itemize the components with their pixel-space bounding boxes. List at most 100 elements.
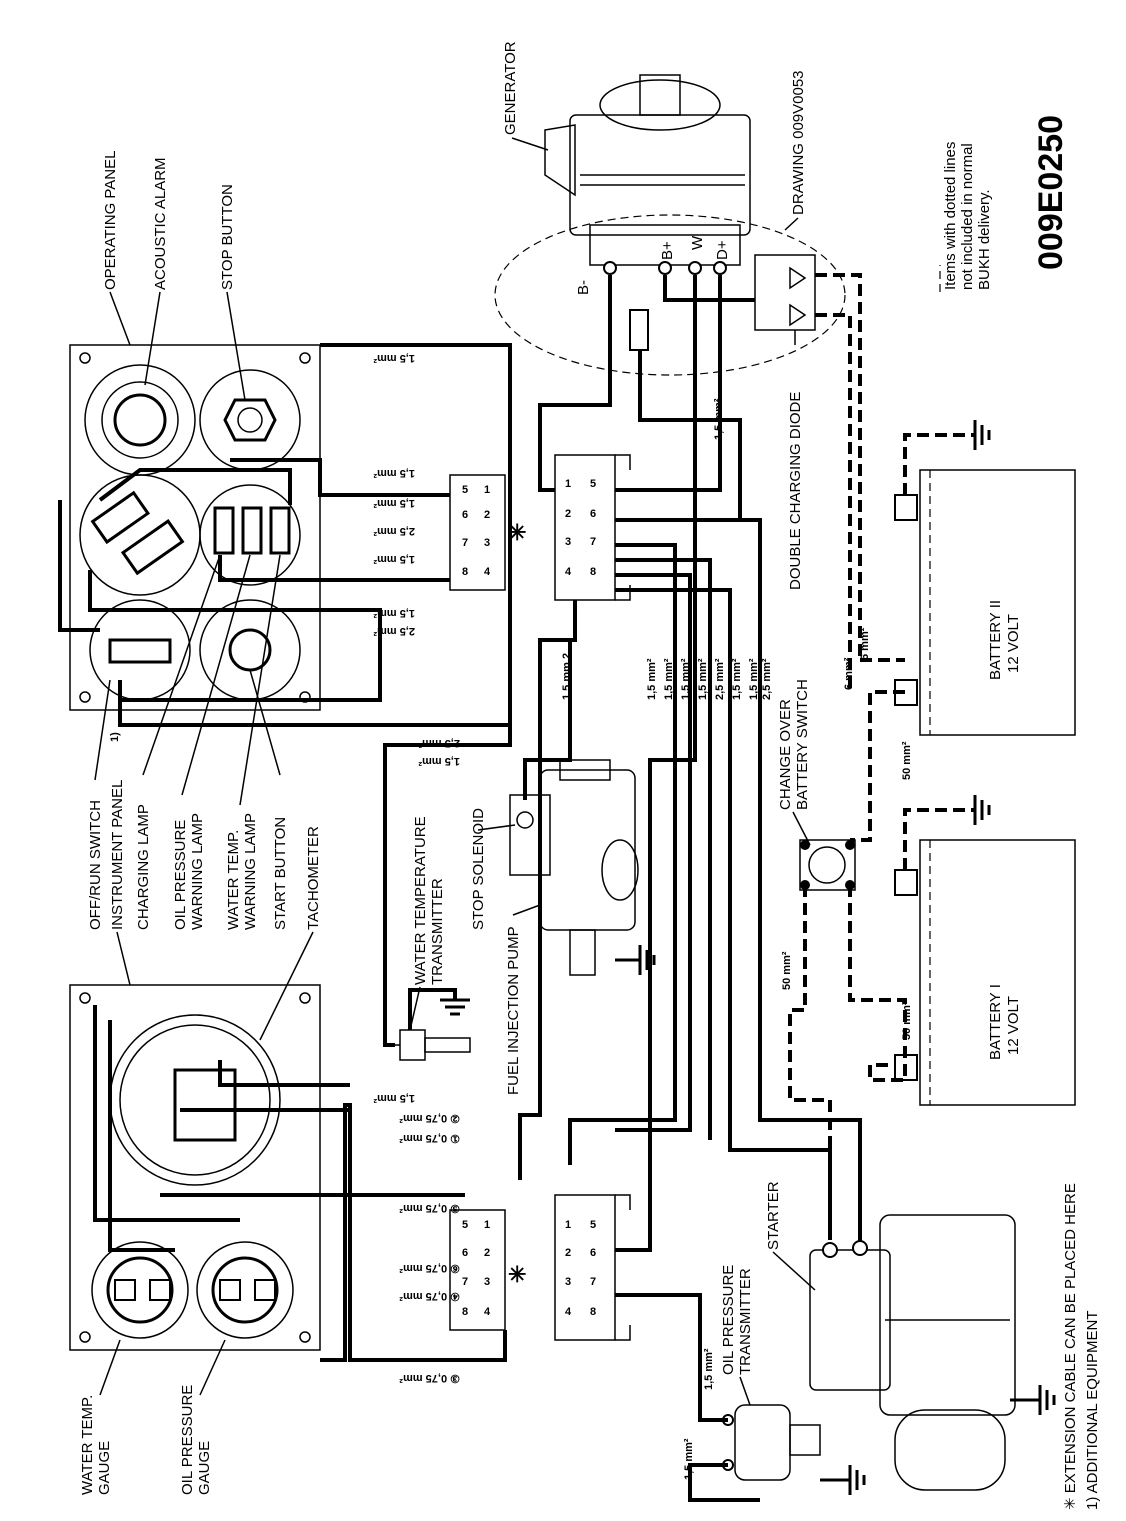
label-tachometer: TACHOMETER	[305, 826, 322, 930]
svg-text:B-: B-	[575, 280, 592, 295]
fuel-injection-pump	[509, 759, 639, 976]
wire-battery1-ground	[903, 808, 975, 870]
diagram-labels: OPERATING PANEL ACOUSTIC ALARM STOP BUTT…	[79, 41, 1101, 1510]
extension-marker-lower: ✳	[508, 1262, 526, 1287]
svg-text:2,5 mm²: 2,5 mm²	[714, 658, 726, 700]
svg-text:② 0,75 mm²: ② 0,75 mm²	[399, 1112, 460, 1124]
wire-lower-return	[320, 1103, 507, 1362]
ground-icon	[615, 945, 656, 975]
svg-text:1,5 mm²: 1,5 mm²	[731, 658, 743, 700]
generator-optional-outline	[494, 214, 846, 376]
label-operating-panel: OPERATING PANEL	[102, 151, 119, 290]
svg-text:⑥ 0,75 mm²: ⑥ 0,75 mm²	[399, 1262, 460, 1274]
change-over-battery-switch	[799, 839, 856, 891]
svg-text:BATTERY II: BATTERY II	[987, 600, 1004, 680]
svg-text:2: 2	[484, 1247, 490, 1259]
label-generator: GENERATOR	[502, 41, 519, 135]
svg-text:3: 3	[565, 536, 571, 548]
resistor-icon	[629, 309, 649, 351]
wire-diode-battery2b	[815, 313, 852, 690]
svg-text:1,5 mm²: 1,5 mm²	[373, 1092, 415, 1104]
svg-text:1,5 mm²: 1,5 mm²	[697, 658, 709, 700]
svg-text:5: 5	[590, 478, 596, 490]
svg-text:2,5 mm²: 2,5 mm²	[373, 525, 415, 537]
connector-upper-engine: 1 5 2 6 3 7 4 8	[554, 454, 631, 601]
label-oil-pressure-lamp-1: OIL PRESSURE	[172, 820, 189, 930]
label-water-temp-lamp-1: WATER TEMP.	[225, 830, 242, 930]
label-stop-button: STOP BUTTON	[219, 184, 236, 290]
label-oil-pressure-lamp-2: WARNING LAMP	[189, 813, 206, 930]
label-oil-pressure-gauge-2: GAUGE	[196, 1441, 213, 1495]
wire-switch-starter	[788, 885, 832, 1240]
svg-text:7: 7	[590, 1276, 596, 1288]
svg-text:6 mm²: 6 mm²	[843, 657, 855, 690]
ground-icon	[1010, 1385, 1056, 1415]
wire-wtt	[383, 725, 512, 1047]
svg-text:1,5 mm²: 1,5 mm²	[373, 467, 415, 479]
wire-opt-ground	[688, 1463, 760, 1502]
label-off-run-switch: OFF/RUN SWITCH	[87, 800, 104, 930]
svg-text:1,5 mm²: 1,5 mm²	[373, 352, 415, 364]
svg-text:③ 0,75 mm²: ③ 0,75 mm²	[399, 1372, 460, 1384]
svg-text:1,5 mm²: 1,5 mm²	[373, 607, 415, 619]
label-oil-pressure-gauge-1: OIL PRESSURE	[179, 1385, 196, 1495]
svg-text:2: 2	[565, 508, 571, 520]
svg-text:1,5 mm²: 1,5 mm²	[703, 1348, 715, 1390]
footnote-extension-cable: ✳ EXTENSION CABLE CAN BE PLACED HERE	[1062, 1183, 1079, 1510]
upper-wire-labels: 1,5 mm² 1,5 mm² 1,5 mm² 2,5 mm² 1,5 mm² …	[373, 352, 460, 767]
wire-opt	[615, 1293, 728, 1422]
connector-upper-panel: 5 1 6 2 7 3 8 4	[449, 474, 506, 591]
svg-text:1,5 mm²: 1,5 mm²	[748, 658, 760, 700]
connector-lower-panel: 5 1 6 2 7 3 8 4	[449, 1209, 506, 1331]
svg-text:⑤ 0,75 mm²: ⑤ 0,75 mm²	[399, 1202, 460, 1214]
oil-pressure-transmitter	[722, 1404, 821, 1481]
svg-text:7: 7	[462, 537, 468, 549]
svg-text:1: 1	[484, 1219, 490, 1231]
svg-text:1,5 mm²: 1,5 mm²	[683, 1438, 695, 1480]
label-drawing-ref: DRAWING 009V0053	[790, 70, 807, 215]
wire-gen-dplus	[615, 275, 722, 492]
label-water-temperature-transmitter-2: TRANSMITTER	[429, 878, 446, 985]
svg-text:① 0,75 mm²: ① 0,75 mm²	[399, 1132, 460, 1144]
wire-diode-battery2	[815, 273, 862, 660]
wire-battery2-switch	[850, 690, 905, 842]
label-oil-pressure-transmitter-2: TRANSMITTER	[737, 1268, 754, 1375]
label-starter: STARTER	[765, 1181, 782, 1250]
water-temperature-transmitter	[395, 1029, 471, 1061]
warning-lamps	[199, 484, 301, 586]
operating-panel	[58, 343, 512, 727]
label-fuel-injection-pump: FUEL INJECTION PUMP	[505, 926, 522, 1095]
connector-lower-engine: 1 5 2 6 3 7 4 8	[554, 1194, 631, 1341]
acoustic-alarm	[84, 364, 196, 476]
label-acoustic-alarm: ACOUSTIC ALARM	[152, 157, 169, 290]
legend-line-3: BUKH delivery.	[976, 189, 993, 290]
svg-text:1: 1	[565, 1219, 571, 1231]
label-water-temp-lamp-2: WARNING LAMP	[242, 813, 259, 930]
svg-text:12 VOLT: 12 VOLT	[1005, 614, 1022, 673]
svg-text:B+: B+	[659, 241, 676, 260]
label-change-over-2: BATTERY SWITCH	[794, 679, 811, 810]
svg-text:1,5 mm²: 1,5 mm²	[663, 658, 675, 700]
double-charging-diode	[754, 254, 816, 331]
svg-text:1,5 mm²: 1,5 mm²	[680, 658, 692, 700]
instrument-panel	[69, 984, 465, 1351]
label-start-button: START BUTTON	[272, 817, 289, 930]
legend-line-2: not included in normal	[959, 143, 976, 290]
water-temp-gauge	[91, 1241, 189, 1339]
svg-text:3: 3	[565, 1276, 571, 1288]
label-double-charging-diode: DOUBLE CHARGING DIODE	[787, 392, 804, 590]
svg-text:6: 6	[590, 1247, 596, 1259]
label-water-temperature-transmitter-1: WATER TEMPERATURE	[412, 816, 429, 985]
label-water-temp-gauge-2: GAUGE	[96, 1441, 113, 1495]
drawing-code: 009E0250	[1032, 115, 1070, 270]
svg-text:2: 2	[484, 509, 490, 521]
svg-text:2: 2	[565, 1247, 571, 1259]
svg-text:4: 4	[484, 1306, 491, 1318]
battery-1: BATTERY I 12 VOLT	[894, 839, 1076, 1106]
svg-text:D+: D+	[714, 240, 731, 260]
ground-icon	[973, 420, 991, 450]
label-oil-pressure-transmitter-1: OIL PRESSURE	[720, 1265, 737, 1375]
ground-icon	[973, 795, 991, 825]
wire-wtt-ground	[408, 988, 457, 1030]
svg-text:6: 6	[590, 508, 596, 520]
